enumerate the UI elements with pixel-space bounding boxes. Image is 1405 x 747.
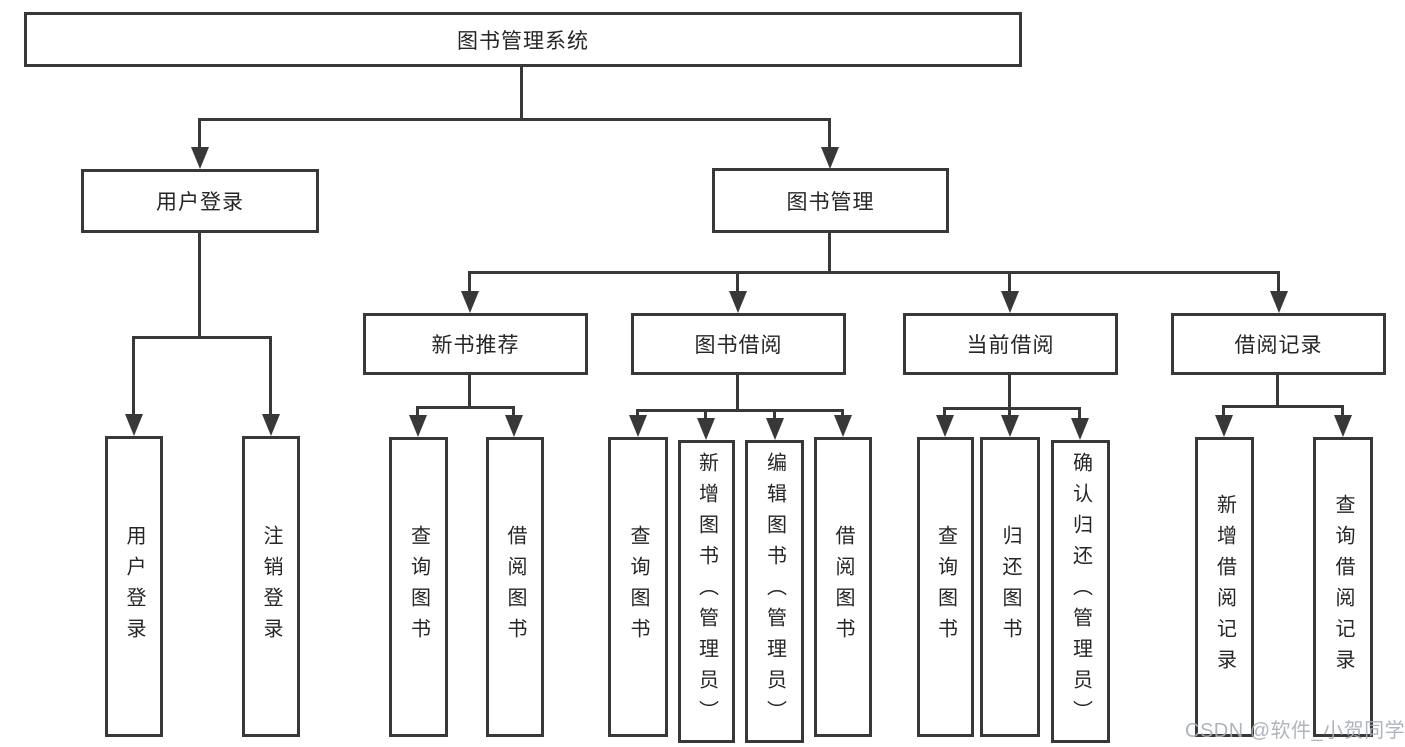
leaf-edit-books-admin-label: 编辑图书（管理员） — [763, 452, 786, 731]
connector-line — [736, 375, 739, 409]
arrowhead-down-icon — [505, 415, 523, 437]
connector-line — [198, 118, 201, 150]
connector-line — [943, 407, 1081, 410]
arrowhead-down-icon — [766, 418, 784, 440]
connector-line — [1341, 405, 1344, 418]
leaf-borrow-books-a: 借阅图书 — [486, 437, 544, 737]
connector-line — [198, 118, 831, 121]
arrowhead-down-icon — [125, 414, 143, 436]
leaf-borrow-books-b: 借阅图书 — [814, 437, 872, 737]
node-root: 图书管理系统 — [24, 12, 1022, 67]
watermark: CSDN @软件_小贺同学 — [1185, 720, 1405, 742]
node-new-book-recommend: 新书推荐 — [363, 313, 588, 375]
connector-line — [1008, 375, 1011, 407]
leaf-query-borrow-record-label: 查询借阅记录 — [1332, 494, 1354, 680]
connector-line — [132, 336, 135, 417]
node-book-borrowing: 图书借阅 — [631, 313, 846, 375]
connector-line — [773, 409, 776, 421]
connector-line — [512, 406, 515, 418]
leaf-query-books-c-label: 查询图书 — [934, 525, 957, 649]
node-book-mgmt: 图书管理 — [712, 168, 949, 233]
leaf-edit-books-admin: 编辑图书（管理员） — [745, 440, 804, 743]
connector-line — [636, 409, 844, 412]
leaf-logout-label: 注销登录 — [260, 524, 282, 649]
leaf-borrow-books-a-label: 借阅图书 — [504, 525, 526, 649]
arrowhead-down-icon — [1215, 415, 1233, 437]
arrowhead-down-icon — [409, 415, 427, 437]
node-current-borrowing: 当前借阅 — [903, 313, 1118, 375]
arrowhead-down-icon — [936, 415, 954, 437]
connector-line — [828, 233, 831, 271]
connector-line — [198, 233, 201, 336]
leaf-add-books-admin-label: 新增图书（管理员） — [695, 452, 718, 731]
node-current-borrowing-label: 当前借阅 — [966, 334, 1055, 357]
node-user-login-label: 用户登录 — [156, 191, 244, 214]
connector-line — [736, 271, 739, 294]
arrowhead-down-icon — [834, 415, 852, 437]
arrowhead-down-icon — [629, 415, 647, 437]
leaf-return-books: 归还图书 — [980, 437, 1040, 737]
leaf-return-books-label: 归还图书 — [999, 525, 1021, 649]
leaf-add-borrow-record-label: 新增借阅记录 — [1213, 494, 1236, 680]
node-new-book-recommend-label: 新书推荐 — [431, 334, 520, 357]
leaf-logout: 注销登录 — [242, 436, 300, 737]
connector-line — [468, 271, 471, 294]
connector-line — [1276, 375, 1279, 405]
leaf-confirm-return-admin-label: 确认归还（管理员） — [1069, 452, 1092, 731]
connector-line — [468, 375, 471, 406]
node-borrow-records: 借阅记录 — [1171, 313, 1386, 375]
leaf-query-books-a-label: 查询图书 — [407, 525, 430, 649]
connector-line — [828, 118, 831, 150]
connector-line — [416, 406, 515, 409]
leaf-borrow-books-b-label: 借阅图书 — [832, 525, 854, 649]
connector-line — [133, 336, 272, 339]
leaf-query-books-b-label: 查询图书 — [627, 525, 649, 649]
arrowhead-down-icon — [1001, 415, 1019, 437]
connector-line — [1222, 405, 1344, 408]
connector-line — [416, 406, 419, 418]
leaf-user-login: 用户登录 — [105, 436, 163, 737]
node-book-borrowing-label: 图书借阅 — [694, 334, 783, 357]
leaf-query-books-a: 查询图书 — [389, 437, 448, 737]
connector-line — [1222, 405, 1225, 418]
node-user-login: 用户登录 — [81, 169, 319, 233]
arrowhead-down-icon — [1334, 415, 1352, 437]
connector-line — [1277, 271, 1280, 294]
leaf-add-borrow-record: 新增借阅记录 — [1195, 437, 1254, 737]
arrowhead-down-icon — [697, 418, 715, 440]
leaf-query-books-c: 查询图书 — [917, 437, 974, 737]
arrowhead-down-icon — [1001, 291, 1019, 313]
arrowhead-down-icon — [729, 291, 747, 313]
connector-line — [1008, 407, 1011, 418]
connector-line — [468, 271, 1280, 274]
connector-line — [1008, 271, 1011, 294]
connector-line — [943, 407, 946, 418]
connector-line — [636, 409, 639, 419]
leaf-query-books-b: 查询图书 — [608, 437, 668, 737]
connector-line — [704, 409, 707, 421]
node-book-mgmt-label: 图书管理 — [786, 190, 875, 214]
connector-line — [269, 336, 272, 417]
leaf-user-login-label: 用户登录 — [123, 524, 145, 649]
arrowhead-down-icon — [461, 291, 479, 313]
arrowhead-down-icon — [262, 414, 280, 436]
connector-line — [1078, 407, 1081, 421]
leaf-query-borrow-record: 查询借阅记录 — [1313, 437, 1373, 737]
arrowhead-down-icon — [821, 147, 839, 169]
node-borrow-records-label: 借阅记录 — [1234, 334, 1323, 357]
connector-line — [520, 67, 523, 118]
arrowhead-down-icon — [191, 147, 209, 169]
leaf-confirm-return-admin: 确认归还（管理员） — [1051, 440, 1110, 743]
leaf-add-books-admin: 新增图书（管理员） — [678, 440, 735, 743]
connector-line — [841, 409, 844, 419]
arrowhead-down-icon — [1071, 418, 1089, 440]
node-root-label: 图书管理系统 — [457, 29, 589, 53]
arrowhead-down-icon — [1270, 291, 1288, 313]
